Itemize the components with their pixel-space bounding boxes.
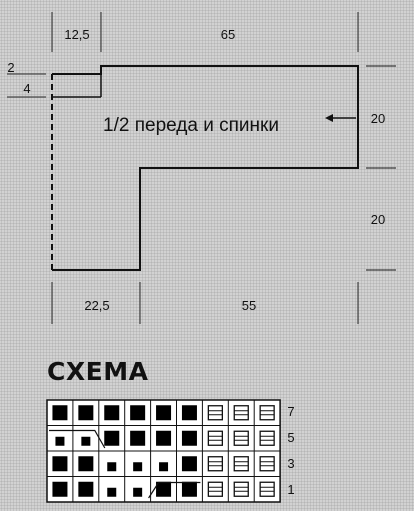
stitch-big-square — [130, 405, 146, 421]
stitch-hollow-square — [207, 481, 224, 497]
stitch-big-square — [181, 481, 197, 497]
stitch-hollow-square — [233, 430, 249, 446]
dim-top-right: 65 — [221, 27, 235, 42]
stitch-hollow-square — [233, 405, 249, 421]
dim-left-small-bottom: 4 — [23, 81, 30, 96]
cable-line — [49, 429, 106, 449]
cable-line — [148, 481, 201, 499]
piece-label: 1/2 переда и спинки — [103, 115, 279, 136]
stitch-small-square — [107, 487, 117, 497]
stitch-small-square — [107, 462, 117, 472]
dim-top-left: 12,5 — [64, 27, 89, 42]
stitch-small-square — [133, 462, 143, 472]
stitch-small-square — [81, 436, 91, 446]
stitch-hollow-square — [233, 481, 249, 497]
stitch-hollow-square — [207, 456, 224, 472]
row-label-5: 5 — [287, 430, 294, 445]
dim-right-lower: 20 — [371, 212, 385, 227]
dim-right-upper: 20 — [371, 111, 385, 126]
dim-left-small-top: 2 — [7, 60, 14, 75]
stitch-big-square — [181, 456, 197, 472]
stitch-big-square — [78, 405, 94, 421]
dim-bottom-left: 22,5 — [84, 298, 109, 313]
stitch-small-square — [133, 487, 143, 497]
stitch-hollow-square — [233, 456, 249, 472]
stitch-big-square — [104, 430, 120, 446]
arrow-head — [325, 114, 333, 122]
stitch-big-square — [156, 405, 172, 421]
stitch-hollow-square — [259, 405, 275, 421]
stitch-hollow-square — [259, 456, 275, 472]
stitch-big-square — [130, 430, 146, 446]
stitch-big-square — [181, 405, 197, 421]
row-label-3: 3 — [287, 456, 294, 471]
stitch-big-square — [52, 481, 68, 497]
stitch-hollow-square — [207, 405, 224, 421]
stitch-hollow-square — [259, 481, 275, 497]
stitch-big-square — [52, 405, 68, 421]
stitch-big-square — [156, 481, 172, 497]
stitch-big-square — [181, 430, 197, 446]
row-label-7: 7 — [287, 404, 294, 419]
row-label-1: 1 — [287, 482, 294, 497]
stitch-big-square — [156, 430, 172, 446]
stitch-hollow-square — [259, 430, 275, 446]
schema-title: СХЕМА — [47, 357, 149, 386]
stitch-hollow-square — [207, 430, 224, 446]
dim-bottom-right: 55 — [242, 298, 256, 313]
stitch-small-square — [55, 436, 65, 446]
stitch-small-square — [159, 462, 169, 472]
schema-grid — [46, 399, 281, 503]
stitch-big-square — [104, 405, 120, 421]
stitch-big-square — [78, 456, 94, 472]
stitch-big-square — [52, 456, 68, 472]
stitch-big-square — [78, 481, 94, 497]
